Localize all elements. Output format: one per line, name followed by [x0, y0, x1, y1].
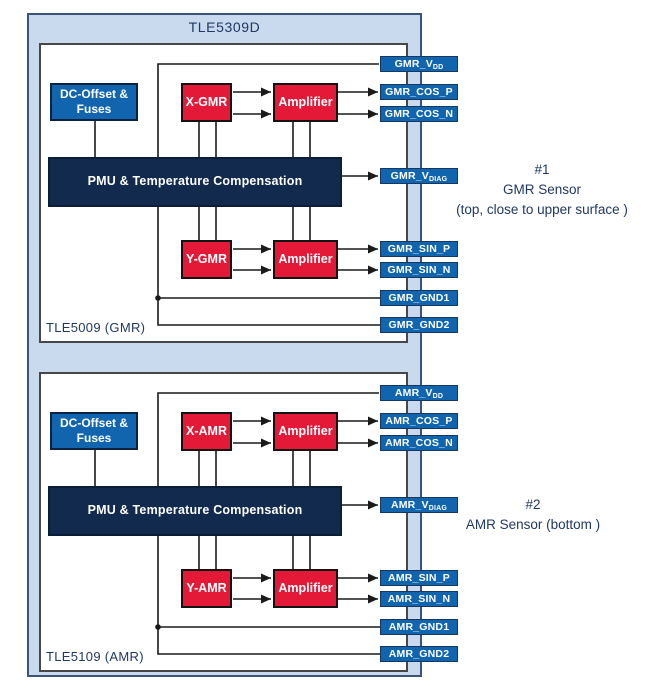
gmr-die-name-label: TLE5009 (GMR) — [46, 320, 146, 335]
pin-gmr-gnd1: GMR_GND1 — [380, 290, 458, 306]
amr-annotation-title: AMR Sensor (bottom ) — [465, 517, 601, 532]
dc-offset-label-line2: Fuses — [76, 431, 112, 445]
y-gmr-box: Y-GMR — [181, 240, 232, 279]
amr-pmu-box: PMU & Temperature Compensation — [48, 486, 342, 536]
package-title: TLE5309D — [188, 19, 261, 35]
pin-gmr-sin-p: GMR_SIN_P — [380, 241, 458, 257]
amr-sensor-block: DC-Offset & Fuses X-AMR Amplifier PMU & … — [39, 372, 458, 672]
gmr-dc-offset-fuses-box: DC-Offset & Fuses — [50, 83, 138, 121]
amr-annotation-number: #2 — [525, 497, 541, 512]
gmr-amplifier-bottom-box: Amplifier — [273, 240, 338, 279]
amr-amplifier-top-box: Amplifier — [273, 412, 338, 451]
gmr-annotation-detail: (top, close to upper surface ) — [456, 202, 628, 217]
pin-amr-sin-p: AMR_SIN_P — [380, 570, 458, 586]
pin-amr-sin-n: AMR_SIN_N — [380, 591, 458, 607]
pin-amr-cos-n: AMR_COS_N — [380, 435, 458, 451]
pin-gmr-gnd2: GMR_GND2 — [380, 317, 458, 333]
dc-offset-label-line2: Fuses — [76, 102, 112, 116]
gmr-annotation: #1 GMR Sensor (top, close to upper surfa… — [438, 160, 646, 220]
amr-annotation: #2 AMR Sensor (bottom ) — [428, 495, 638, 535]
amr-dc-offset-fuses-box: DC-Offset & Fuses — [50, 412, 138, 450]
dc-offset-label-line1: DC-Offset & — [60, 87, 128, 101]
gmr-annotation-title: GMR Sensor — [502, 182, 582, 197]
pin-amr-gnd1: AMR_GND1 — [380, 619, 458, 635]
pin-amr-gnd2: AMR_GND2 — [380, 646, 458, 662]
pin-gmr-cos-n: GMR_COS_N — [380, 106, 458, 122]
x-amr-box: X-AMR — [181, 412, 232, 451]
gmr-annotation-number: #1 — [534, 162, 550, 177]
dc-offset-label-line1: DC-Offset & — [60, 416, 128, 430]
amr-amplifier-bottom-box: Amplifier — [273, 569, 338, 608]
gmr-pmu-box: PMU & Temperature Compensation — [48, 157, 342, 207]
gmr-amplifier-top-box: Amplifier — [273, 83, 338, 122]
pin-gmr-cos-p: GMR_COS_P — [380, 84, 458, 100]
pin-amr-cos-p: AMR_COS_P — [380, 413, 458, 429]
pin-gmr-sin-n: GMR_SIN_N — [380, 262, 458, 278]
gmr-sensor-block: DC-Offset & Fuses X-GMR Amplifier PMU & … — [39, 43, 458, 343]
x-gmr-box: X-GMR — [181, 83, 232, 122]
amr-die-name-label: TLE5109 (AMR) — [46, 649, 144, 664]
y-amr-box: Y-AMR — [181, 569, 232, 608]
